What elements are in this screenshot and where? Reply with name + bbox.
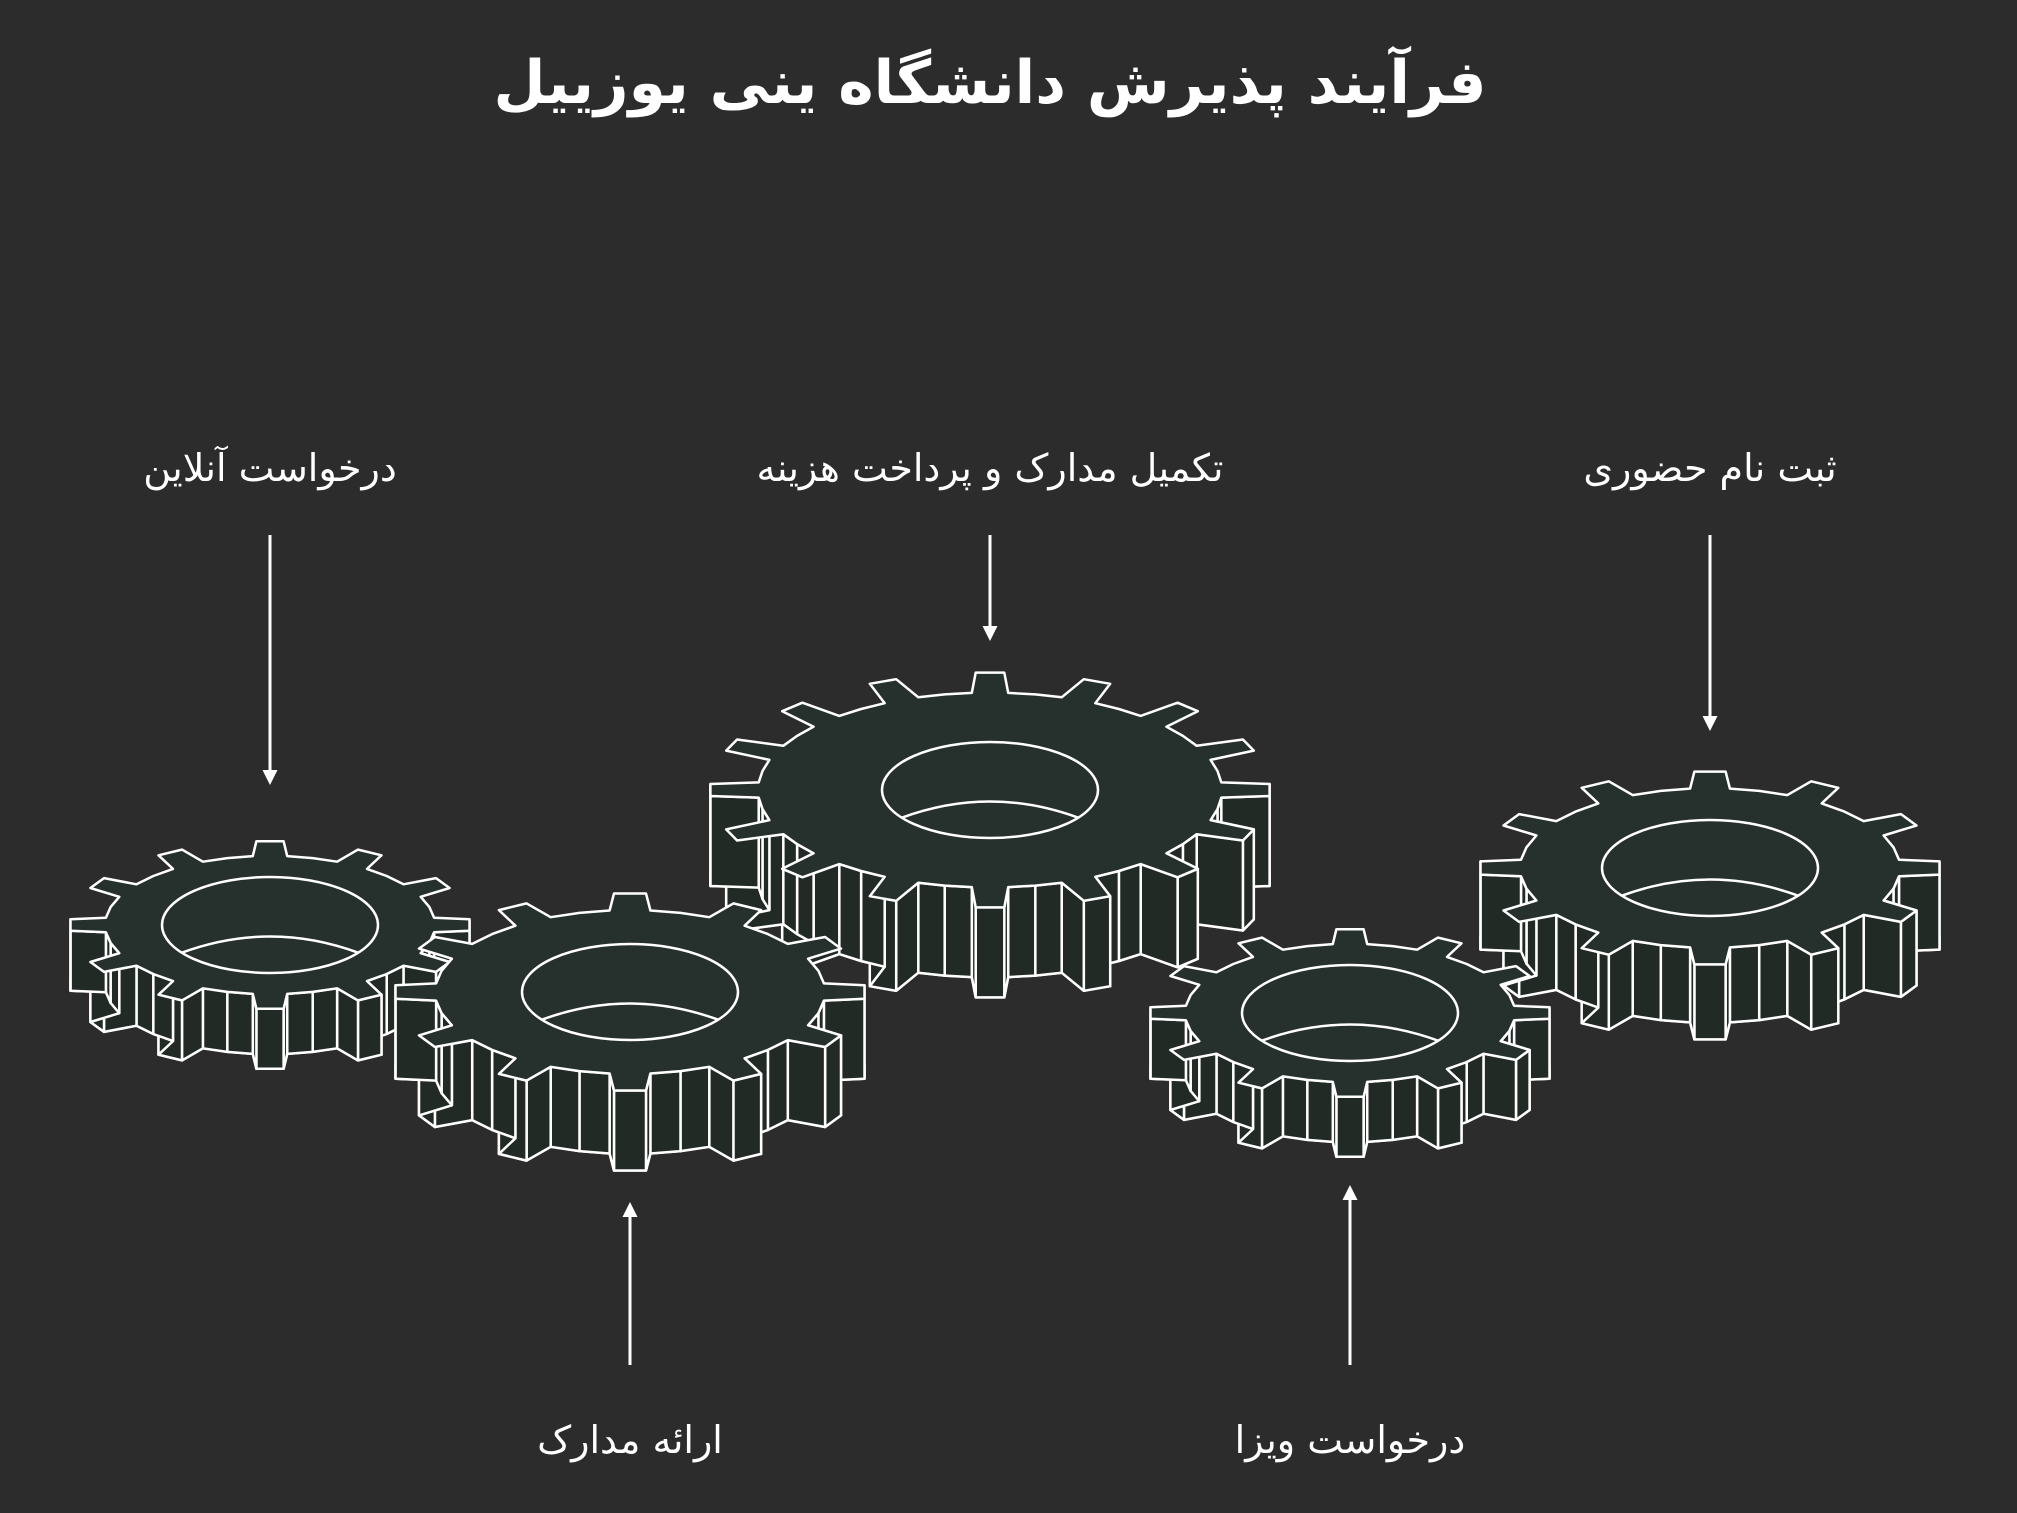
step-4-label: درخواست ویزا: [1234, 1418, 1466, 1462]
step-5-label: ثبت نام حضوری: [1583, 446, 1837, 490]
step-1-label: درخواست آنلاین: [143, 446, 397, 490]
gear-icon: [1149, 927, 1551, 1159]
step-3-label: تکمیل مدارک و پرداخت هزینه: [756, 446, 1224, 490]
step-2-label: ارائه مدارک: [537, 1418, 723, 1462]
gear-icon: [1479, 770, 1941, 1041]
page-title: فرآیند پذیرش دانشگاه ینی یوزییل: [493, 48, 1487, 118]
gear-icon: [394, 892, 866, 1172]
gear-icon: [709, 671, 1271, 999]
